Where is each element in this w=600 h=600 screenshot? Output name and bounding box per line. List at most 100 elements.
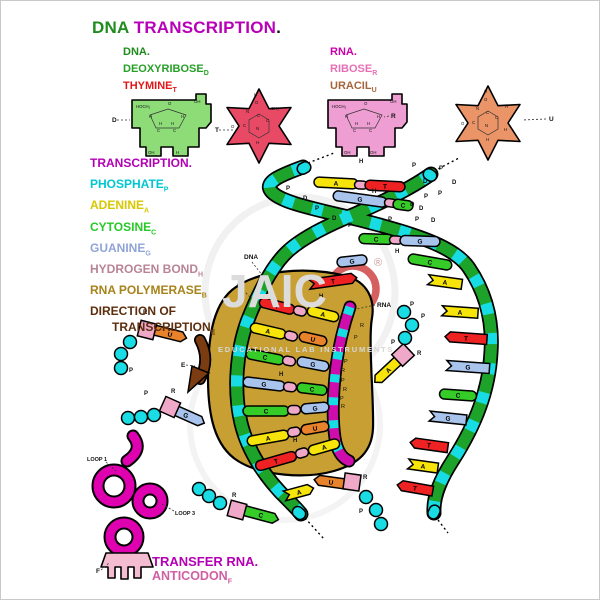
base-letter: G: [445, 415, 451, 422]
label-p: P: [286, 186, 290, 192]
legend-item-thymine: THYMINET: [123, 80, 209, 97]
base-letter: C: [400, 202, 406, 210]
base-shape: [407, 253, 453, 271]
label-u: U: [549, 116, 554, 123]
base-shape: [409, 437, 450, 454]
legend-item-rna: RNA.: [330, 46, 377, 63]
legend-item-deoxyribose-label: DEOXYRIBOSE: [123, 63, 204, 76]
label-loop-3: LOOP 3: [175, 511, 195, 517]
title-dna: DNA: [92, 18, 129, 37]
base-t: T: [306, 272, 358, 291]
ribose-square: [342, 472, 362, 492]
phosphate-circle: [358, 489, 374, 505]
label-r: R: [232, 493, 237, 499]
legend-item-deoxyribose-sub: D: [203, 70, 209, 78]
legend-item-hydrogen-bond: HYDROGEN BONDH: [90, 262, 215, 283]
base-letter: U: [310, 336, 316, 344]
label-p: P: [340, 396, 344, 402]
label-d: D: [452, 180, 457, 186]
thymine-molecule: [226, 88, 292, 164]
strand-dashed-end: [433, 157, 460, 172]
label-oh: OH: [390, 99, 396, 104]
label-h: H: [355, 121, 358, 126]
label-hoch-: HOCH₂: [136, 104, 151, 109]
base-letter: C: [264, 409, 269, 416]
base-c: C: [296, 382, 328, 396]
base-u: U: [300, 420, 330, 436]
label-h: H: [504, 127, 507, 132]
base-shape: [306, 272, 358, 291]
label-h: H: [395, 249, 399, 255]
label-c: C: [353, 128, 356, 133]
legend-top-left: DNA. DEOXYRIBOSED THYMINET: [123, 46, 209, 98]
ribose-square: [390, 342, 416, 368]
base-shape: [405, 457, 440, 474]
base-letter: T: [426, 442, 431, 449]
anticodon-shape: [100, 552, 154, 580]
legend-item-thymine-sub: T: [172, 87, 177, 95]
label-h: H: [171, 121, 174, 126]
base-shape: [296, 161, 312, 175]
base-shape: [443, 331, 489, 346]
label-h: H: [256, 140, 259, 145]
base-a: A: [307, 438, 341, 456]
base-a: A: [306, 305, 340, 323]
label-d: D: [431, 218, 436, 224]
base-shape: [286, 404, 302, 416]
strand-dashed-end: [307, 152, 335, 164]
base-shape: [296, 356, 330, 372]
label-c: C: [486, 110, 489, 115]
base-letter: A: [320, 311, 327, 319]
label-p: P: [341, 378, 345, 384]
phosphate-circle: [146, 407, 162, 423]
base-shape: [392, 198, 414, 212]
label-d: D: [419, 206, 424, 212]
label-h: H: [293, 438, 297, 444]
legend-item-transcription: TRANSCRIPTION.: [90, 156, 215, 177]
trna-loop2: [105, 518, 143, 556]
legend-item-adenine-sub: A: [144, 207, 150, 215]
label-c: C: [266, 118, 269, 123]
label-r: R: [171, 389, 176, 395]
base-g: G: [296, 356, 330, 372]
label-r: R: [391, 113, 396, 120]
legend-item-phosphate: PHOSPHATEP: [90, 177, 215, 198]
base-t: T: [409, 437, 450, 454]
label-n: N: [246, 109, 249, 114]
legend-list: TRANSCRIPTION. PHOSPHATEP ADENINEA CYTOS…: [90, 156, 215, 341]
label-h: H: [345, 114, 348, 119]
base-shape: [292, 305, 308, 317]
anticodon-label-sub: F: [227, 578, 232, 586]
phosphate-circle: [373, 516, 389, 532]
label-d: D: [112, 117, 117, 124]
label-o: O: [484, 97, 488, 102]
base-g: G: [300, 401, 330, 415]
trna: [91, 429, 169, 580]
phosphate-circle: [113, 360, 129, 376]
base-a: A: [439, 304, 480, 320]
label-h: H: [319, 294, 323, 300]
base-a: A: [281, 483, 315, 502]
strand-cap: [292, 305, 308, 317]
label-t: T: [215, 127, 219, 134]
label-c: C: [243, 123, 246, 128]
base-shape: [306, 305, 340, 323]
direction-arrow-head: [186, 364, 211, 394]
template-strand-segments: [230, 169, 435, 518]
strand-dashed-end: [304, 517, 325, 540]
base-g: G: [242, 376, 286, 392]
label-p: P: [348, 223, 352, 229]
label-c: C: [257, 113, 260, 118]
strand-cap: [427, 504, 441, 520]
trna-loop1: [93, 465, 135, 507]
label-d: D: [332, 216, 337, 222]
pointer-line: [242, 289, 252, 299]
label-c: C: [173, 128, 176, 133]
label-h: H: [159, 121, 162, 126]
base-g: G: [444, 359, 491, 375]
label-h: H: [149, 114, 152, 119]
label-o: O: [168, 101, 172, 106]
base-shape: [364, 179, 406, 193]
